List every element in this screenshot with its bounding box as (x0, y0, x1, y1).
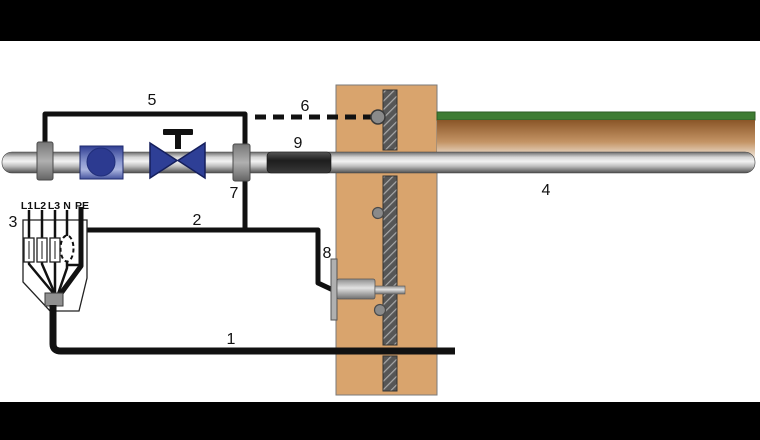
terminal-label-pe: PE (75, 200, 89, 212)
ground-grass-strip (436, 111, 756, 121)
conductor-pe (56, 207, 84, 298)
earth-cable-1 (49, 305, 455, 355)
terminal-label-l3: L3 (48, 200, 60, 212)
terminal-label-n: N (63, 200, 71, 212)
callout-9: 9 (294, 135, 303, 152)
callout-4: 4 (542, 182, 551, 199)
earthing-fixed-point (330, 258, 406, 321)
neutral-link-symbol (59, 234, 75, 263)
pipe-coupling-left (36, 141, 54, 181)
callout-7: 7 (230, 185, 239, 202)
wall-hatch-segment-middle (382, 175, 398, 346)
callout-1: 1 (227, 331, 236, 348)
conductor-l1 (27, 210, 55, 295)
wall-anchor-dot-bottom (373, 303, 387, 317)
valve-handle-bar (163, 129, 193, 135)
cable-sleeve (44, 292, 64, 307)
bonding-wire-5 (42, 111, 248, 155)
valve-handle-stem (175, 133, 181, 149)
terminal-label-l1: L1 (21, 200, 33, 212)
wall-anchor-dot-middle (371, 206, 385, 220)
terminal-label-l2: L2 (34, 200, 46, 212)
earthing-plate (330, 258, 338, 321)
shutoff-valve-left-wedge (149, 141, 179, 180)
callout-6: 6 (301, 98, 310, 115)
wall-hatch-strip (382, 89, 398, 392)
pipe-insulating-coating (266, 151, 332, 174)
callout-8: 8 (323, 245, 332, 262)
conductor-n-lower (56, 261, 69, 295)
letterbox-top-bar (0, 0, 760, 41)
callout-3: 3 (9, 214, 18, 231)
letterbox-bottom-bar (0, 402, 760, 440)
pipe-coupling-right (232, 143, 251, 182)
callout-5: 5 (148, 92, 157, 109)
wall-hatch-segment-bottom (382, 355, 398, 392)
gas-meter-dial (86, 147, 116, 177)
wall-anchor-dot-top (370, 109, 386, 125)
conductor-l2 (40, 210, 57, 295)
callout-2: 2 (193, 212, 202, 229)
terminal-conductors (27, 207, 84, 298)
fuse-symbols (23, 237, 61, 263)
wire-2-horizontal (79, 227, 335, 293)
earthing-body (336, 278, 376, 300)
earthing-pin (374, 285, 406, 295)
shutoff-valve-right-wedge (176, 141, 206, 180)
